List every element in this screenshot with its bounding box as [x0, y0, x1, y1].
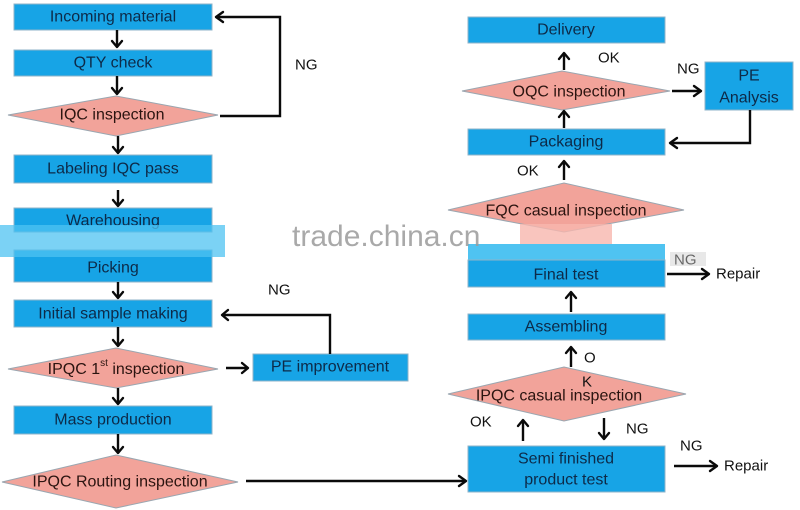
node-final-test: Final test [467, 244, 666, 288]
node-label: Labeling IQC pass [47, 161, 179, 178]
edge-final-test-to-repair [667, 267, 711, 281]
node-repair-semi: Repair [724, 458, 768, 475]
edge-semi-to-repair [674, 459, 719, 473]
node-label-line1: PE [738, 68, 759, 85]
node-initial-sample-making: Initial sample making [13, 299, 213, 328]
edge-label-ipqc1-ng: NG [268, 282, 291, 299]
watermark-blur-band [468, 244, 665, 260]
edge-label-casual-ng: NG [626, 421, 649, 438]
node-label: IQC inspection [60, 107, 165, 124]
arrow-casual-to-assembling [564, 345, 578, 367]
edge-ipqc1-to-pe-improvement [226, 361, 250, 375]
edge-label-semi-ng: NG [680, 438, 703, 455]
node-label: Mass production [54, 412, 171, 429]
node-label-line2: Analysis [719, 90, 779, 107]
node-label: Final test [534, 267, 599, 284]
node-label: Delivery [537, 22, 595, 39]
edge-label-casual-ok-o: O [584, 350, 596, 367]
edge-label-oqc-ng: NG [677, 61, 700, 78]
edge-iqc-ng-loop [214, 10, 282, 118]
arrow-assembling-to-final-test [564, 290, 578, 312]
node-assembling: Assembling [467, 313, 666, 341]
watermark-blur-band [0, 225, 225, 257]
node-label: Incoming material [50, 9, 176, 26]
node-delivery: Delivery [467, 16, 666, 44]
arrow-semi-to-casual [516, 418, 530, 441]
node-packaging: Packaging [467, 128, 666, 156]
decision-ipqc-casual-inspection: IPQC casual inspection [447, 366, 687, 422]
node-label: PE improvement [271, 359, 390, 376]
watermark-text: trade.china.cn [292, 220, 480, 253]
arrow-down [110, 76, 124, 96]
node-label: Picking [87, 260, 139, 277]
decision-oqc-inspection: OQC inspection [461, 70, 671, 111]
arrow-down [111, 327, 125, 348]
watermark-blur-band [520, 224, 612, 246]
edge-label-casual-ok-k: K [582, 374, 592, 391]
arrows-left-column [110, 30, 125, 455]
node-mass-production: Mass production [13, 405, 213, 435]
decision-fqc-casual-inspection: FQC casual inspection [447, 182, 685, 233]
decision-ipqc-1st-inspection: IPQC 1st inspection [7, 347, 219, 389]
node-label: OQC inspection [513, 84, 626, 101]
arrow-down [111, 190, 125, 208]
node-incoming-material: Incoming material [13, 3, 213, 31]
node-pe-improvement: PE improvement [252, 353, 409, 382]
edge-label-final-ng: NG [674, 252, 697, 269]
arrow-packaging-to-oqc [557, 109, 571, 128]
edge-label-fqc-ok: OK [517, 163, 539, 180]
edge-label-oqc-ok: OK [598, 50, 620, 67]
node-repair-final: Repair [716, 266, 760, 283]
node-label: Assembling [525, 319, 608, 336]
edge-label-iqc-ng: NG [295, 57, 318, 74]
watermark-blur-band [670, 252, 706, 266]
node-label: IPQC 1st inspection [48, 358, 185, 378]
decision-iqc-inspection: IQC inspection [7, 95, 219, 137]
node-label-line1: Semi finished [518, 451, 614, 468]
edge-label-casual-ok-in: OK [470, 414, 492, 431]
arrow-oqc-to-delivery [557, 51, 571, 70]
arrow-down [111, 388, 125, 406]
node-label: Initial sample making [38, 306, 187, 323]
arrow-down [111, 434, 125, 455]
node-semi-finished-product-test: Semi finished product test [467, 445, 666, 493]
edge-routing-to-semi-finished [246, 474, 468, 488]
node-qty-check: QTY check [13, 49, 213, 77]
arrow-down [111, 136, 125, 155]
arrow-fqc-to-packaging [557, 159, 571, 180]
node-pe-analysis: PE Analysis [704, 61, 794, 111]
edge-pe-improvement-to-initial-sample [220, 308, 332, 354]
arrow-casual-to-semi-ng [597, 418, 611, 441]
node-labeling-iqc-pass: Labeling IQC pass [13, 154, 213, 184]
node-label: IPQC Routing inspection [32, 474, 207, 491]
edge-oqc-to-pe-analysis [672, 84, 703, 98]
decision-ipqc-routing-inspection: IPQC Routing inspection [1, 454, 239, 509]
arrow-down [110, 30, 124, 49]
edge-pe-analysis-to-packaging [668, 110, 752, 150]
node-label-line2: product test [524, 472, 608, 489]
node-label: Packaging [529, 134, 604, 151]
node-label: QTY check [74, 55, 154, 72]
node-label: FQC casual inspection [486, 203, 647, 220]
node-label: IPQC casual inspection [476, 388, 642, 405]
arrow-down [111, 282, 125, 300]
